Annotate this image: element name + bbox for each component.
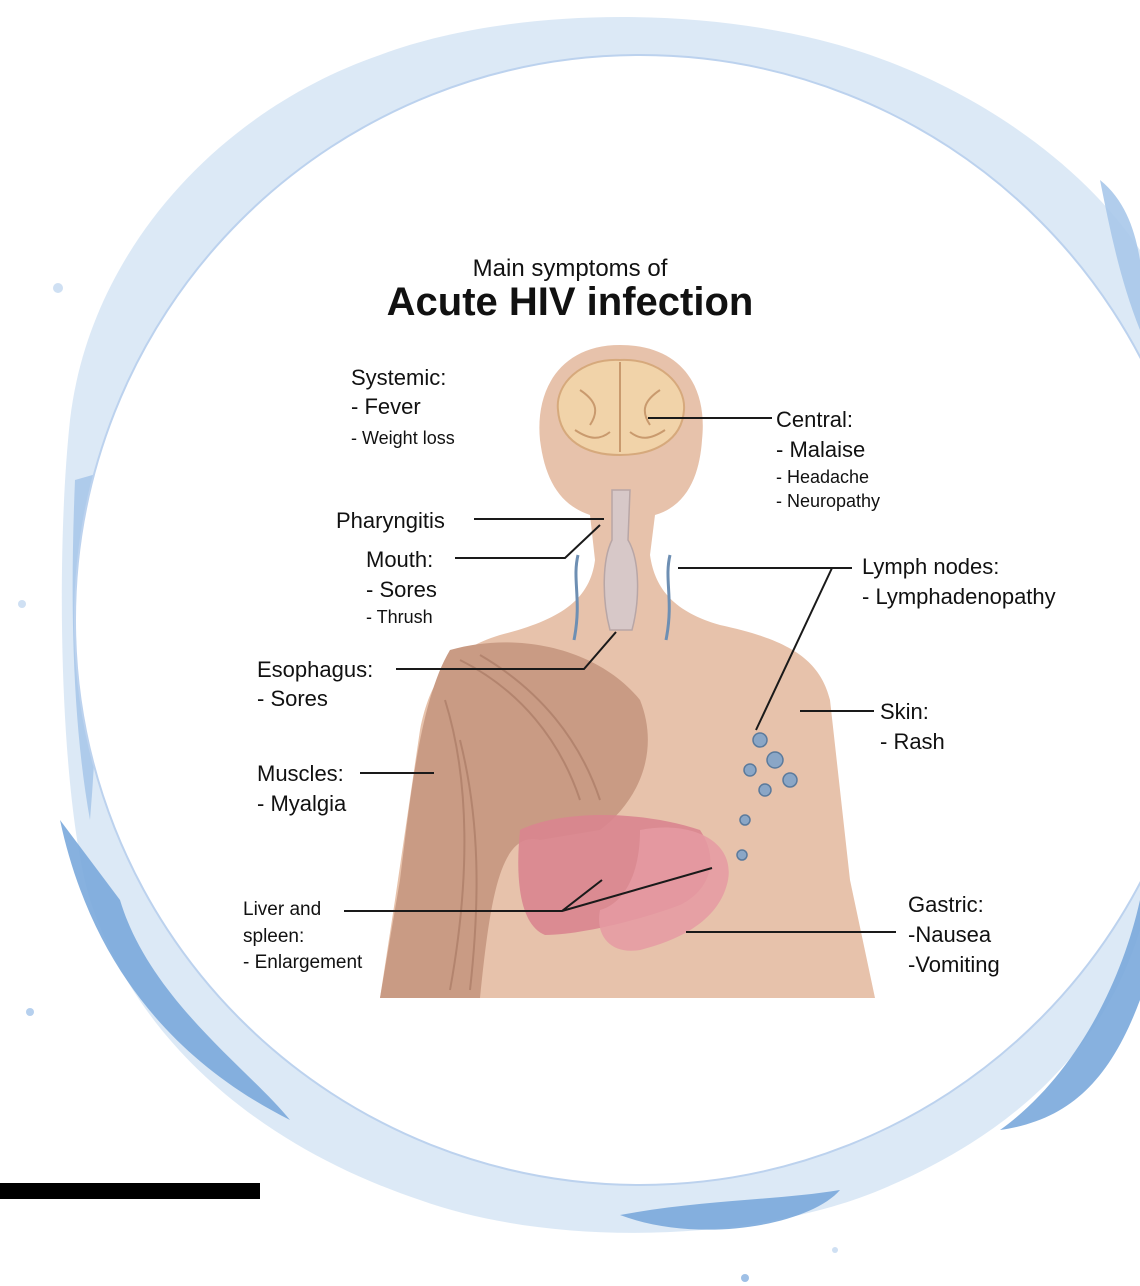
muscles-item-myalgia: - Myalgia <box>257 793 346 815</box>
systemic-item-fever: - Fever <box>351 396 421 418</box>
central-item-malaise: - Malaise <box>776 439 865 461</box>
liver-item-enlargement: - Enlargement <box>243 953 362 972</box>
mouth-item-thrush: - Thrush <box>366 608 433 626</box>
diagram-title: Acute HIV infection <box>0 280 1140 325</box>
gastric-heading: Gastric: <box>908 894 984 916</box>
black-bar-decoration <box>0 1183 260 1199</box>
central-heading: Central: <box>776 409 853 431</box>
muscles-heading: Muscles: <box>257 763 344 785</box>
central-item-headache: - Headache <box>776 468 869 486</box>
esophagus-item-sores: - Sores <box>257 688 328 710</box>
systemic-heading: Systemic: <box>351 367 446 389</box>
splatter-dot <box>832 1247 838 1253</box>
central-item-neuropathy: - Neuropathy <box>776 492 880 510</box>
diagram-subtitle: Main symptoms of <box>0 255 1140 283</box>
splatter-dot <box>26 1008 34 1016</box>
mouth-item-sores: - Sores <box>366 579 437 601</box>
liver-heading-line2: spleen: <box>243 927 304 946</box>
mouth-heading: Mouth: <box>366 549 433 571</box>
pharyngitis-label: Pharyngitis <box>336 510 445 532</box>
gastric-item-vomiting: -Vomiting <box>908 954 1000 976</box>
splatter-dot <box>741 1274 749 1282</box>
skin-heading: Skin: <box>880 701 929 723</box>
lymph-heading: Lymph nodes: <box>862 556 999 578</box>
systemic-item-weight-loss: - Weight loss <box>351 429 455 447</box>
gastric-item-nausea: -Nausea <box>908 924 991 946</box>
liver-heading-line1: Liver and <box>243 900 321 919</box>
esophagus-heading: Esophagus: <box>257 659 373 681</box>
splatter-dot <box>18 600 26 608</box>
lymph-item-lymphadenopathy: - Lymphadenopathy <box>862 586 1056 608</box>
skin-item-rash: - Rash <box>880 731 945 753</box>
